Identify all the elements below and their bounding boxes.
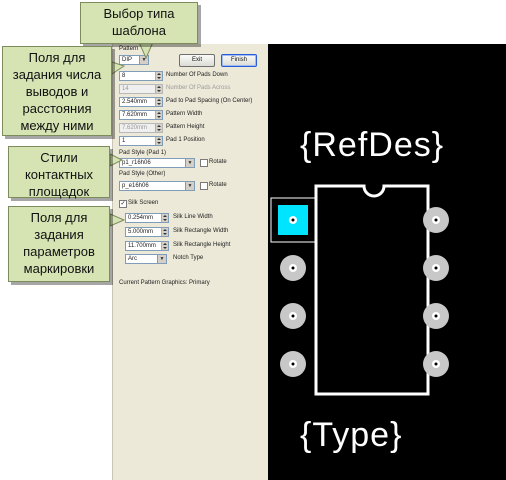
spinner-icon[interactable] bbox=[155, 137, 162, 145]
pad1-position-value: 1 bbox=[122, 138, 126, 144]
silk-rect-width-label: Silk Rectangle Width bbox=[173, 228, 229, 234]
pads-across-label: Number Of Pads Across bbox=[166, 85, 231, 91]
spinner-icon[interactable] bbox=[155, 72, 162, 80]
pad-6 bbox=[423, 303, 449, 329]
chevron-down-icon: ▼ bbox=[185, 182, 194, 190]
pattern-preview: {RefDes} bbox=[268, 44, 506, 480]
pad-3 bbox=[280, 303, 306, 329]
pad-style-other-select[interactable]: p_e16h06 ▼ bbox=[119, 181, 195, 191]
silk-screen-label: Silk Screen bbox=[128, 200, 159, 206]
spinner-icon[interactable] bbox=[155, 98, 162, 106]
pattern-width-label: Pattern Width bbox=[166, 111, 203, 117]
silk-rect-width-value: 5.000mm bbox=[128, 229, 154, 235]
rotate-label-1: Rotate bbox=[209, 159, 227, 165]
spinner-icon[interactable] bbox=[161, 242, 168, 250]
silk-rect-height-label: Silk Rectangle Height bbox=[173, 242, 231, 248]
pattern-height-field[interactable]: 7.620mm bbox=[119, 123, 163, 133]
rotate-checkbox-2[interactable] bbox=[200, 182, 208, 190]
pad-style-other-label: Pad Style (Other) bbox=[119, 171, 166, 177]
spinner-icon[interactable] bbox=[161, 228, 168, 236]
pad-8-hole bbox=[432, 216, 440, 224]
callout-pads-fields: Поля для задания числа выводов и расстоя… bbox=[2, 46, 112, 136]
silk-rect-height-field[interactable]: 11.700mm bbox=[125, 241, 169, 251]
chevron-down-icon: ▼ bbox=[139, 56, 148, 64]
silk-screen-checkbox[interactable]: ✓ bbox=[119, 200, 127, 208]
pad-2 bbox=[280, 255, 306, 281]
pattern-type-value: DIP bbox=[122, 57, 133, 63]
pad-1 bbox=[270, 197, 316, 243]
refdes-label: {RefDes} bbox=[300, 126, 445, 164]
pattern-height-label: Pattern Height bbox=[166, 124, 205, 130]
rotate-checkbox-1[interactable] bbox=[200, 159, 208, 167]
pads-across-value: 14 bbox=[122, 86, 129, 92]
spinner-icon[interactable] bbox=[155, 85, 162, 93]
pads-down-value: 8 bbox=[122, 73, 126, 79]
silk-line-width-value: 0.254mm bbox=[128, 215, 154, 221]
pad-style-pad1-value: p1_r16h06 bbox=[122, 160, 151, 166]
pads-across-field[interactable]: 14 bbox=[119, 84, 163, 94]
pad-spacing-label: Pad to Pad Spacing (On Center) bbox=[166, 98, 253, 104]
silk-rect-height-value: 11.700mm bbox=[128, 243, 156, 249]
spinner-icon[interactable] bbox=[155, 124, 162, 132]
silk-line-width-field[interactable]: 0.254mm bbox=[125, 213, 169, 223]
callout-template-type: Выбор типа шаблона bbox=[80, 2, 198, 44]
pattern-label: Pattern bbox=[119, 46, 139, 52]
pads-down-label: Number Of Pads Down bbox=[166, 72, 228, 78]
pad1-position-label: Pad 1 Position bbox=[166, 137, 205, 143]
pattern-width-field[interactable]: 7.620mm bbox=[119, 110, 163, 120]
type-label: {Type} bbox=[300, 416, 403, 454]
current-graphics-label: Current Pattern Graphics: Primary bbox=[119, 280, 210, 286]
callout-silk-fields: Поля для задания параметров маркировки bbox=[8, 206, 110, 282]
pads-down-field[interactable]: 8 bbox=[119, 71, 163, 81]
pad-spacing-field[interactable]: 2.540mm bbox=[119, 97, 163, 107]
silk-rect-width-field[interactable]: 5.000mm bbox=[125, 227, 169, 237]
pattern-type-select[interactable]: DIP ▼ bbox=[119, 55, 149, 65]
finish-button[interactable]: Finish bbox=[221, 54, 257, 67]
chevron-down-icon: ▼ bbox=[157, 255, 166, 263]
pad-5 bbox=[423, 351, 449, 377]
pad-style-other-value: p_e16h06 bbox=[122, 183, 149, 189]
pad-spacing-value: 2.540mm bbox=[122, 99, 148, 105]
callout-pad-styles: Стили контактных площадок bbox=[8, 146, 110, 199]
pattern-height-value: 7.620mm bbox=[122, 125, 148, 131]
pad-style-pad1-select[interactable]: p1_r16h06 ▼ bbox=[119, 158, 195, 168]
silk-line-width-label: Silk Line Width bbox=[173, 214, 213, 220]
notch-type-select[interactable]: Arc ▼ bbox=[125, 254, 167, 264]
pattern-width-value: 7.620mm bbox=[122, 112, 148, 118]
exit-button[interactable]: Exit bbox=[179, 54, 215, 67]
pad1-position-field[interactable]: 1 bbox=[119, 136, 163, 146]
notch-type-value: Arc bbox=[128, 256, 137, 262]
chevron-down-icon: ▼ bbox=[185, 159, 194, 167]
silk-outline bbox=[314, 184, 430, 396]
pad-4 bbox=[280, 351, 306, 377]
footprint-graphics bbox=[270, 184, 449, 396]
notch-type-label: Notch Type bbox=[173, 255, 204, 261]
pad-7 bbox=[423, 255, 449, 281]
rotate-label-2: Rotate bbox=[209, 182, 227, 188]
pattern-wizard-panel: Pattern DIP ▼ Exit Finish 8 Number Of Pa… bbox=[112, 44, 269, 480]
spinner-icon[interactable] bbox=[155, 111, 162, 119]
spinner-icon[interactable] bbox=[161, 214, 168, 222]
pad-style-pad1-label: Pad Style (Pad 1) bbox=[119, 150, 167, 156]
